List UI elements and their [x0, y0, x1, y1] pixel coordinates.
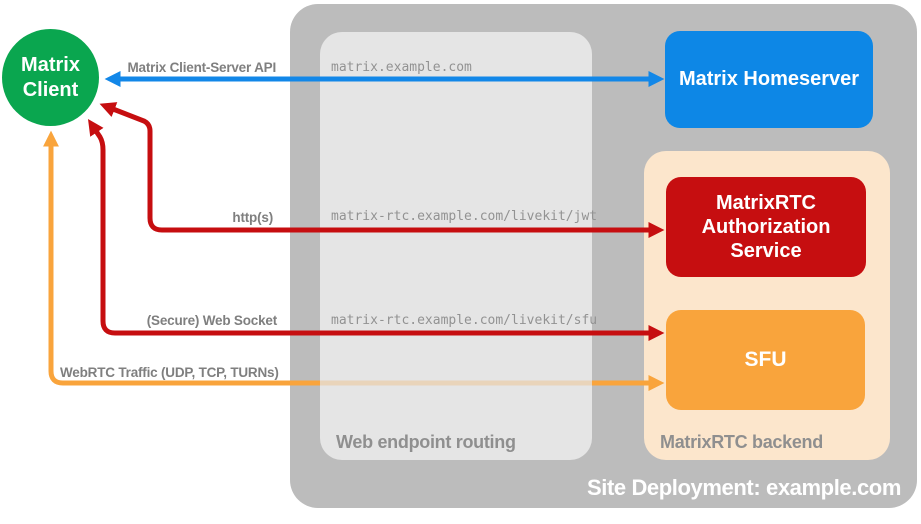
matrixrtc-backend-label: MatrixRTC backend	[660, 432, 823, 452]
client-server-api-label: Matrix Client-Server API	[127, 60, 277, 75]
endpoint-matrix-example-com: matrix.example.com	[331, 60, 472, 75]
matrix-homeserver-node: Matrix Homeserver	[665, 31, 873, 128]
webrtc-traffic-label: WebRTC Traffic (UDP, TCP, TURNs)	[60, 365, 279, 380]
web-endpoint-routing-label: Web endpoint routing	[336, 432, 516, 452]
endpoint-livekit-jwt: matrix-rtc.example.com/livekit/jwt	[331, 209, 598, 224]
site-deployment-label: Site Deployment: example.com	[586, 475, 901, 500]
matrix-client-node: Matrix Client	[2, 29, 99, 126]
sfu-node: SFU	[666, 310, 865, 410]
https-label: http(s)	[232, 210, 273, 225]
web-endpoint-routing-group: Web endpoint routing	[320, 32, 592, 460]
endpoint-livekit-sfu: matrix-rtc.example.com/livekit/sfu	[331, 313, 598, 328]
arrow-webrtc-left	[42, 130, 320, 386]
matrixrtc-authorization-service-node: MatrixRTC Authorization Service	[666, 177, 866, 277]
web-socket-label: (Secure) Web Socket	[146, 313, 277, 328]
